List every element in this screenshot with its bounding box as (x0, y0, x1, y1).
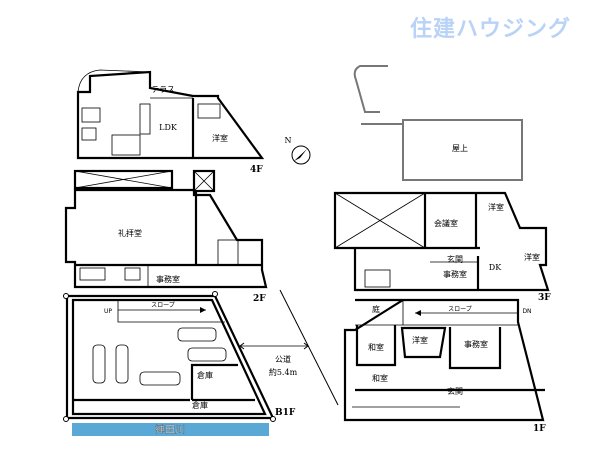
room-label-storage-1: 倉庫 (197, 370, 213, 380)
floor-plan-2f: 礼拝堂 事務室 2F (64, 169, 268, 304)
floor-plan-roof: 屋上 (353, 65, 523, 181)
floor-plan-3f: 会議室 洋室 玄関 事務室 DK 洋室 3F (333, 191, 551, 303)
up-label: UP (104, 308, 112, 315)
room-label-garden: 庭 (372, 304, 380, 314)
floor-label-3f: 3F (538, 293, 551, 303)
river-label: 神田川 (155, 423, 185, 436)
floor-label-b1f: B1F (275, 408, 296, 418)
slope-label-b1f: スロープ (151, 302, 175, 309)
floor-label-4f: 4F (250, 165, 263, 175)
road-width: 約5.4m (269, 367, 298, 377)
room-label-terrace: テラス (151, 85, 175, 94)
room-label-ldk: LDK (159, 123, 178, 132)
room-label-western-2: 洋室 (524, 252, 540, 262)
brand-logo: 住建ハウジング (410, 16, 571, 42)
floor-plan-b1f: スロープ UP 倉庫 倉庫 B1F (63, 291, 296, 422)
room-label-office: 事務室 (443, 269, 467, 279)
room-label-storage-2: 倉庫 (192, 400, 208, 410)
room-label-entrance: 玄関 (447, 386, 463, 396)
room-label-dk: DK (489, 263, 502, 272)
floor-plan-1f: 庭 スロープ DN 和室 洋室 事務室 和室 玄関 1F (343, 298, 546, 434)
room-label-meeting: 会議室 (434, 218, 458, 228)
compass-north-label: N (285, 136, 292, 145)
floor-plan-4f: テラス LDK 洋室 4F (76, 69, 265, 175)
room-label-western-1: 洋室 (488, 202, 504, 212)
river-bar (72, 423, 269, 436)
floor-label-2f: 2F (253, 294, 266, 304)
room-label-rooftop: 屋上 (452, 144, 468, 153)
room-label-entrance: 玄関 (447, 254, 463, 264)
public-road: 公道 約5.4m (239, 289, 339, 406)
road-label: 公道 (275, 354, 291, 364)
room-label-office: 事務室 (464, 339, 488, 349)
north-compass-icon: N (285, 136, 311, 165)
room-label-japanese-2: 和室 (372, 373, 388, 383)
room-label-western: 洋室 (412, 335, 428, 345)
dn-label: DN (522, 308, 531, 315)
slope-label-1f: スロープ (448, 306, 472, 313)
floor-label-1f: 1F (533, 424, 546, 434)
parked-cars (92, 327, 227, 386)
room-label-japanese-1: 和室 (368, 342, 384, 352)
room-label-office: 事務室 (156, 274, 180, 284)
room-label-chapel: 礼拝堂 (118, 228, 142, 238)
room-label-western: 洋室 (212, 133, 228, 143)
